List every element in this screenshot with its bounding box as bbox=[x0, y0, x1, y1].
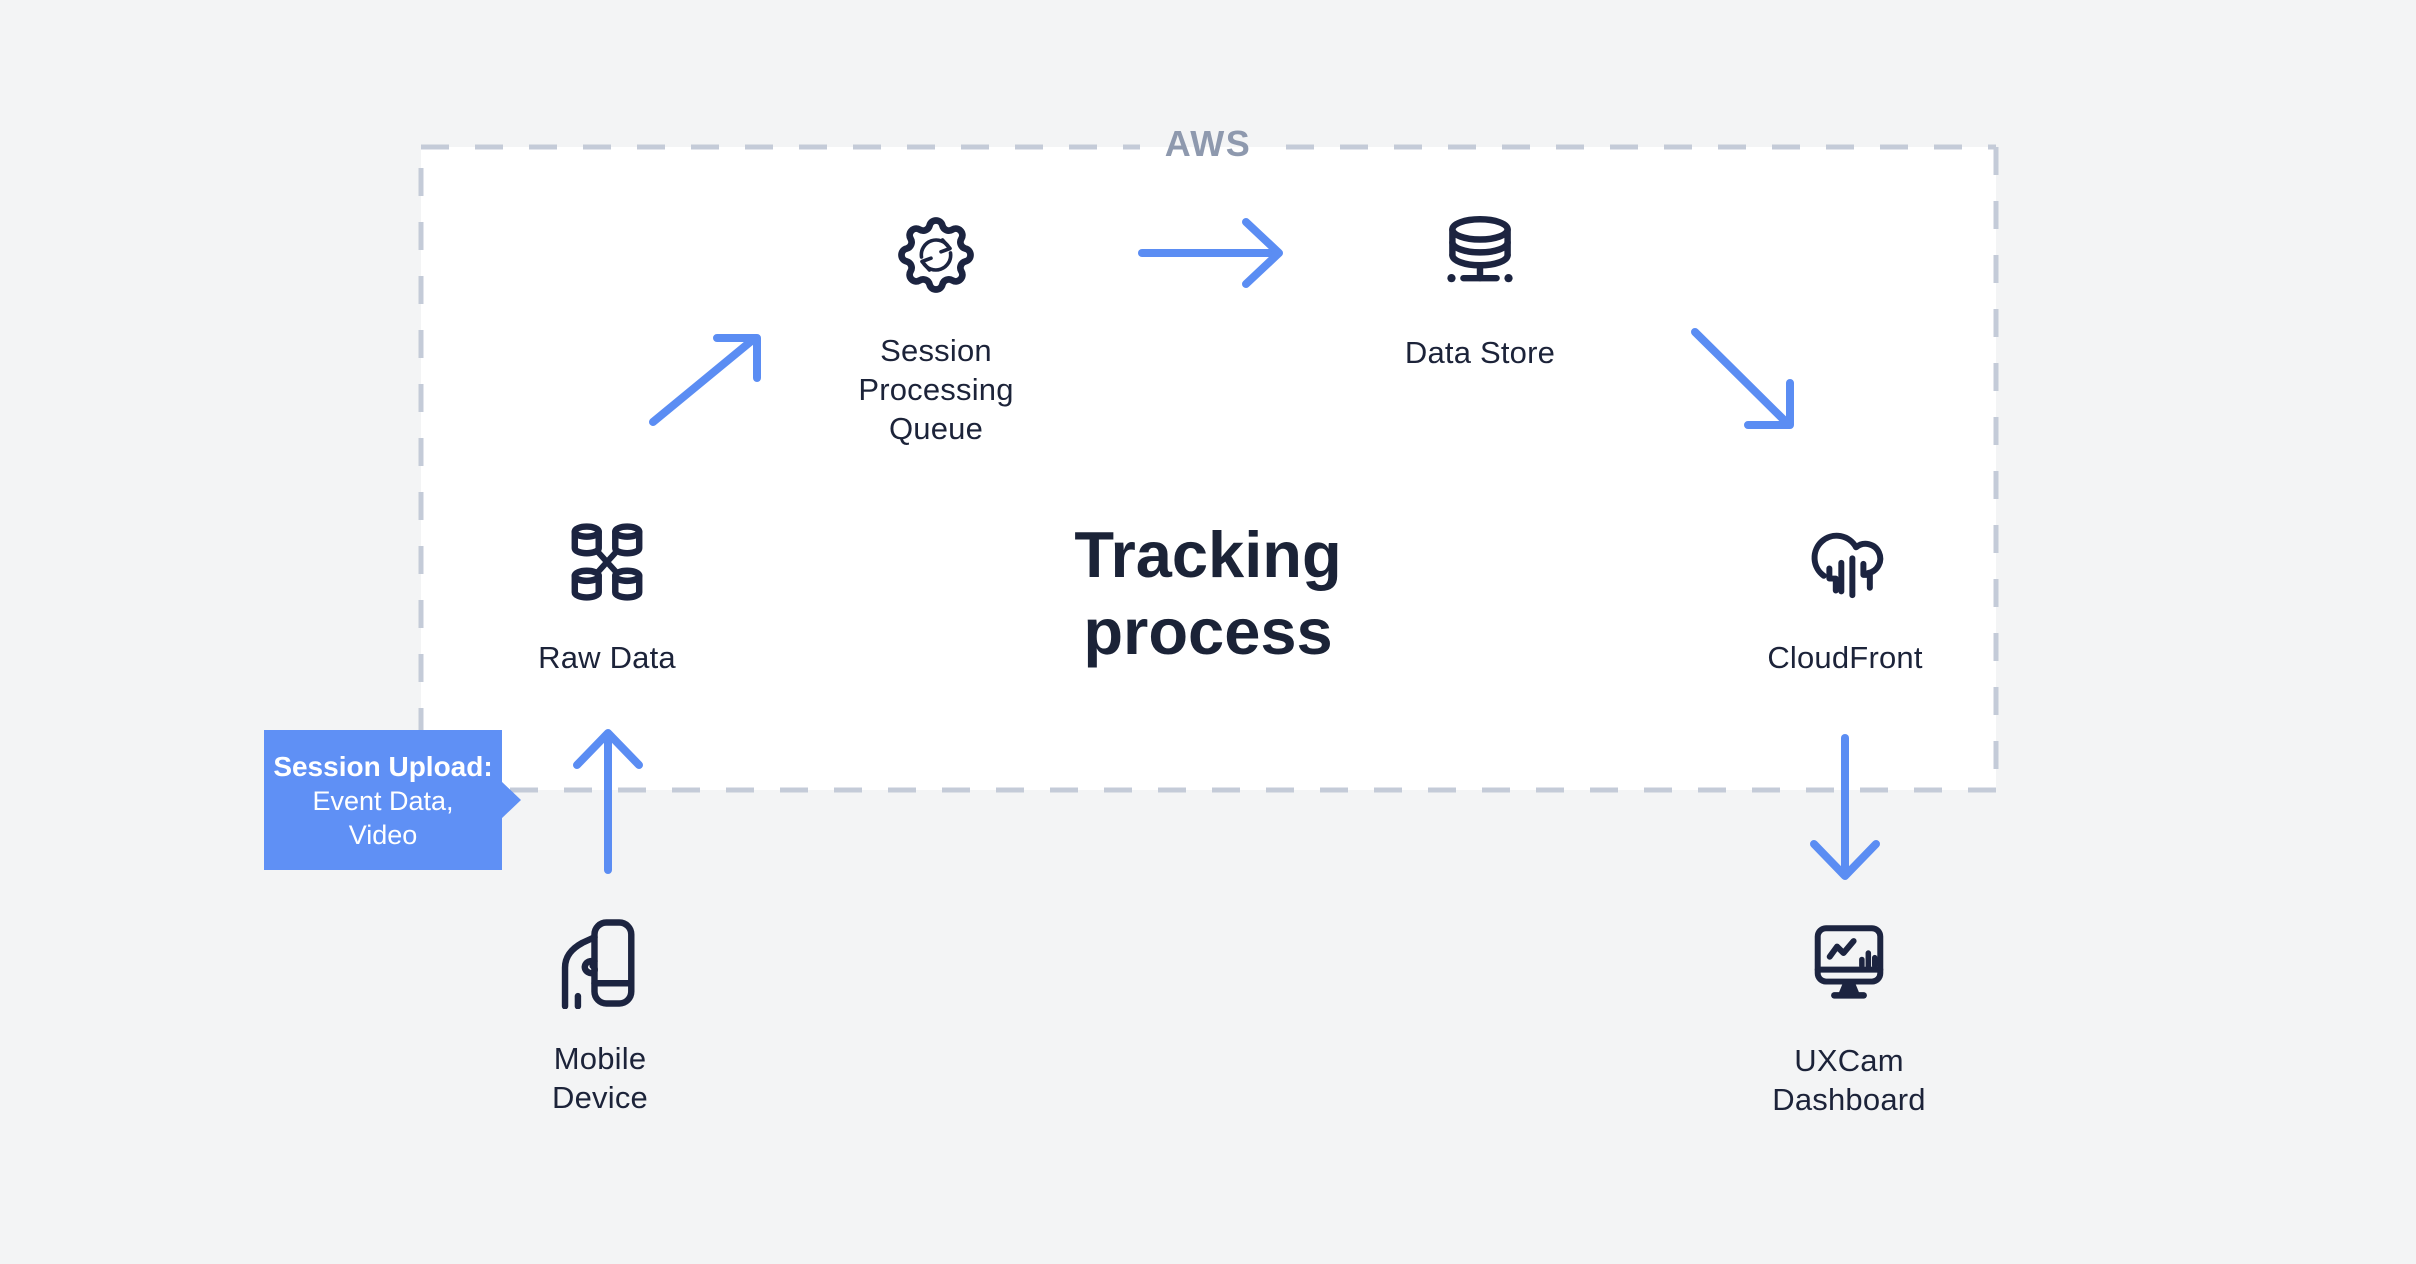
node-raw-data: Raw Data bbox=[457, 516, 757, 677]
tooltip-body: Event Data, Video bbox=[312, 786, 454, 850]
arrow-queue-to-datastore bbox=[1138, 218, 1283, 288]
arrow-mobile-to-rawdata bbox=[573, 729, 643, 874]
node-label: CloudFront bbox=[1767, 640, 1923, 675]
node-data-store: Data Store bbox=[1330, 211, 1630, 372]
node-label: Data Store bbox=[1404, 335, 1556, 370]
node-label: Raw Data bbox=[538, 640, 676, 675]
monitor-chart-icon bbox=[1814, 925, 1884, 999]
arrow-cloudfront-to-uxcam bbox=[1810, 734, 1880, 880]
node-uxcam-dashboard: UXCam Dashboard bbox=[1699, 919, 1999, 1119]
node-session-processing-queue: Session Processing Queue bbox=[786, 209, 1086, 448]
aws-label: AWS bbox=[1164, 123, 1252, 164]
node-label: Mobile Device bbox=[552, 1041, 648, 1115]
cloud-data-icon bbox=[1811, 532, 1884, 599]
node-label: UXCam Dashboard bbox=[1772, 1043, 1926, 1117]
aws-dashed-border bbox=[418, 144, 1999, 793]
gear-sync-icon bbox=[890, 209, 982, 301]
diagram-title: Tracking process bbox=[1074, 518, 1342, 668]
database-icon bbox=[1447, 216, 1513, 283]
flow-arrows bbox=[573, 218, 1880, 880]
tooltip-title: Session Upload: bbox=[273, 751, 493, 782]
session-upload-tooltip: Session Upload: Event Data, Video bbox=[264, 730, 502, 870]
node-mobile-device: Mobile Device bbox=[450, 917, 750, 1117]
data-cluster-icon bbox=[571, 523, 643, 601]
node-label: Session Processing Queue bbox=[858, 333, 1014, 446]
node-cloudfront: CloudFront bbox=[1695, 516, 1995, 677]
hand-phone-icon bbox=[561, 919, 635, 1009]
arrow-rawdata-to-queue bbox=[649, 334, 761, 426]
arrow-datastore-to-cloudfront bbox=[1691, 328, 1794, 429]
